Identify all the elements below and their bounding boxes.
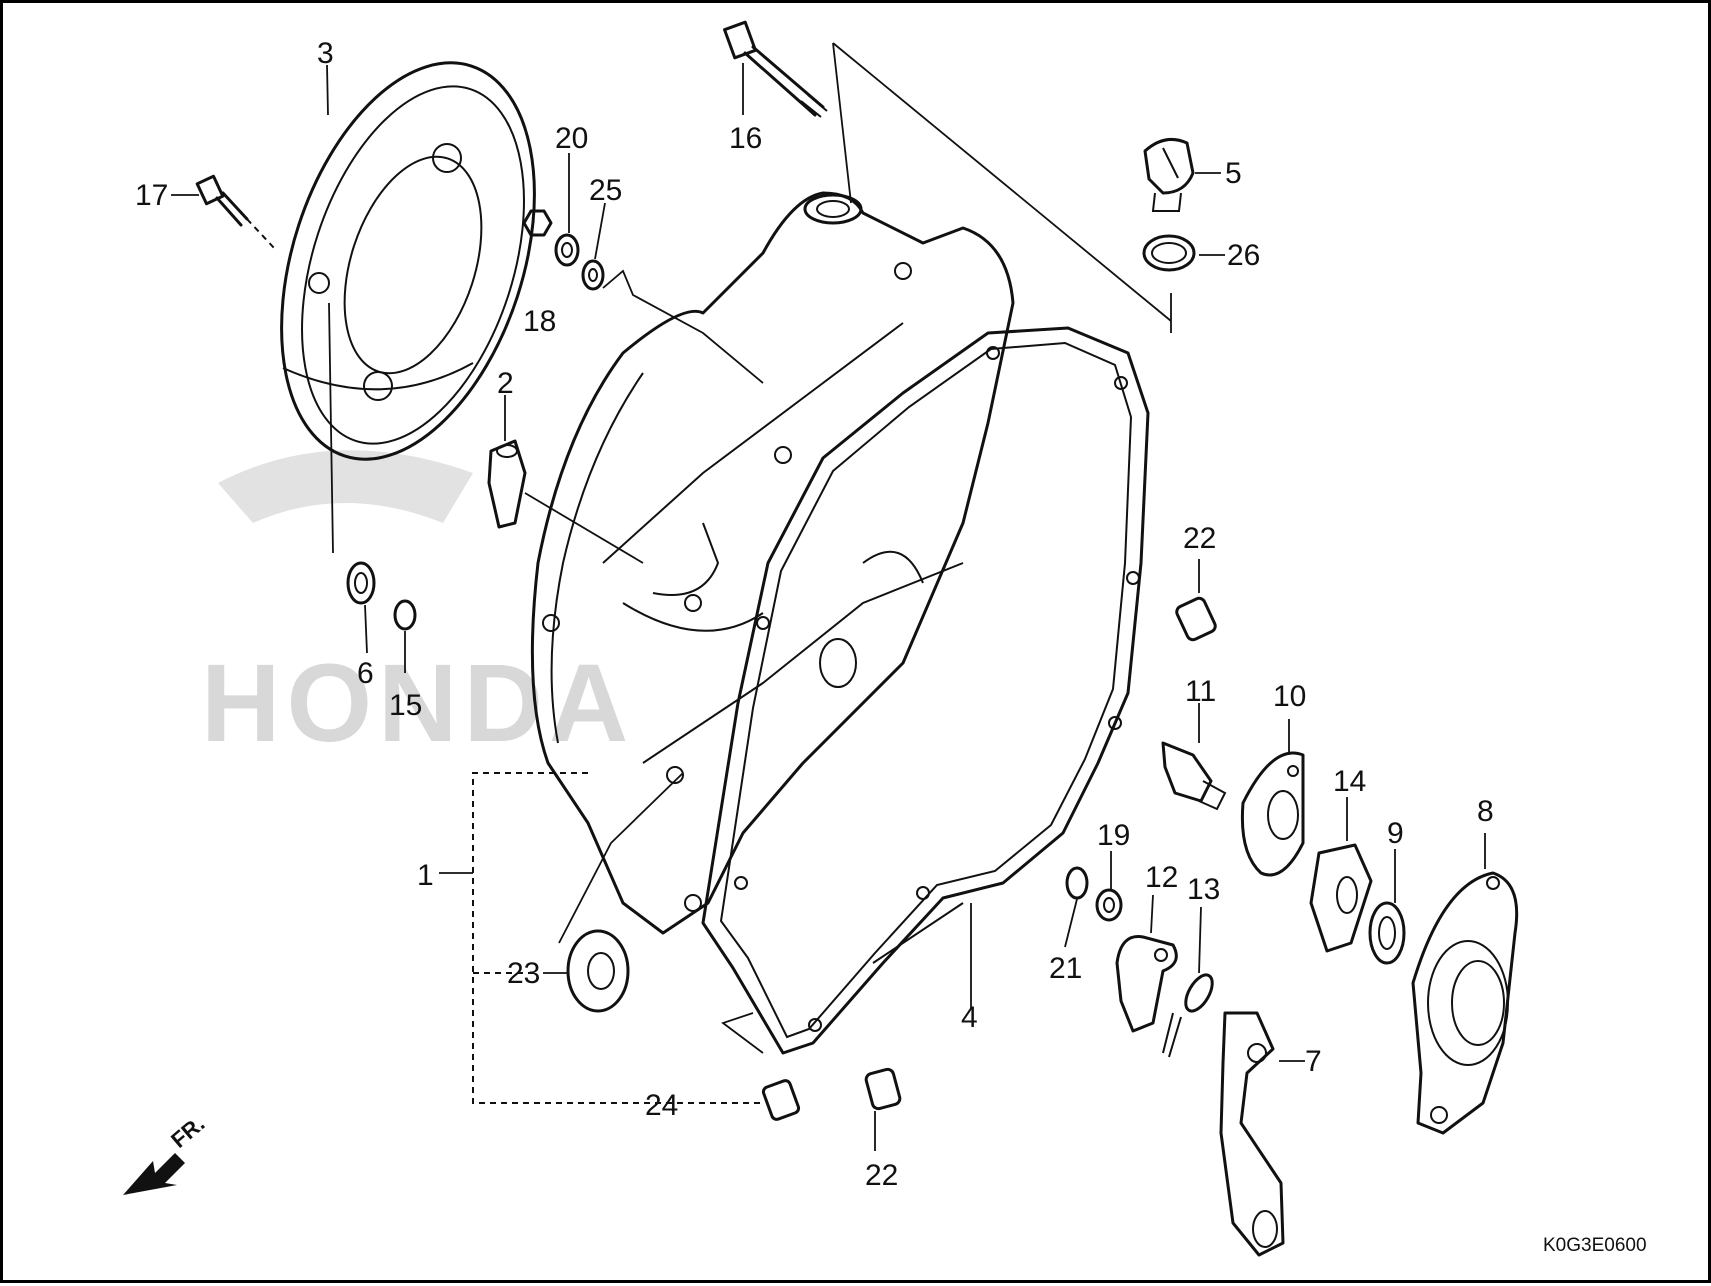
callout-5: 5 [1225, 157, 1242, 190]
part-22-dowel-pin-lower [864, 1067, 902, 1111]
part-4-gasket [701, 326, 1150, 1055]
callout-12: 12 [1145, 861, 1178, 894]
callout-14: 14 [1333, 765, 1366, 798]
part-1-crankcase-cover [530, 191, 1015, 935]
callout-21: 21 [1049, 952, 1082, 985]
leader-3 [326, 64, 329, 116]
part-8-cover [1411, 871, 1519, 1135]
part-24-dowel-pin [761, 1079, 801, 1121]
part-15-plug [393, 599, 417, 631]
part-6-seal [346, 561, 376, 605]
part-19-washer [1095, 888, 1123, 922]
callout-22-lower: 22 [865, 1159, 898, 1192]
part-10-cover [1240, 751, 1305, 877]
front-direction-arrow: FR. [123, 1111, 209, 1195]
part-16-bolt [723, 20, 828, 118]
callout-15: 15 [389, 689, 422, 722]
part-20-washer [554, 233, 580, 267]
drawing-code: K0G3E0600 [1543, 1235, 1647, 1256]
callout-4: 4 [961, 1001, 978, 1034]
part-1-group-bracket [439, 772, 763, 1104]
part-17-bolt [195, 174, 249, 227]
part-5-filler-cap [1143, 137, 1195, 212]
part-2-sensor [487, 439, 527, 529]
callout-8: 8 [1477, 795, 1494, 828]
callout-11: 11 [1185, 675, 1216, 708]
part-13-pin [1162, 973, 1214, 1058]
callout-1: 1 [417, 859, 434, 892]
callout-6: 6 [357, 657, 374, 690]
honda-watermark: HONDA [201, 642, 634, 765]
callout-17: 17 [135, 179, 168, 212]
honda-wing-watermark [218, 450, 473, 523]
callout-26: 26 [1227, 239, 1260, 272]
callout-19: 19 [1097, 819, 1130, 852]
callout-3: 3 [317, 37, 334, 70]
part-12-arm [1115, 935, 1178, 1033]
parts-diagram: HONDA [123, 20, 1647, 1257]
callout-9: 9 [1387, 817, 1404, 850]
callout-23: 23 [507, 957, 540, 990]
callout-20: 20 [555, 122, 588, 155]
callout-25: 25 [589, 174, 622, 207]
front-label: FR. [166, 1111, 209, 1153]
part-7-lever [1219, 1011, 1285, 1257]
part-14-holder [1309, 843, 1373, 953]
callout-16: 16 [729, 122, 762, 155]
part-9-oil-seal [1368, 901, 1406, 965]
part-3-cover-plate [280, 61, 536, 461]
callout-22-upper: 22 [1183, 522, 1216, 555]
part-22-dowel-pin-upper [1175, 596, 1217, 642]
part-23-bearing [566, 929, 630, 1013]
callout-24: 24 [645, 1089, 678, 1122]
part-25-washer [581, 259, 605, 291]
callout-2: 2 [497, 367, 514, 400]
callout-18: 18 [523, 305, 556, 338]
part-21-clip [1065, 866, 1089, 900]
callout-10: 10 [1273, 680, 1306, 713]
part-11-stud-bolt [1161, 741, 1227, 811]
part-18-nut [522, 209, 553, 237]
callout-7: 7 [1305, 1045, 1322, 1078]
callout-13: 13 [1187, 873, 1220, 906]
part-26-o-ring [1142, 234, 1196, 272]
